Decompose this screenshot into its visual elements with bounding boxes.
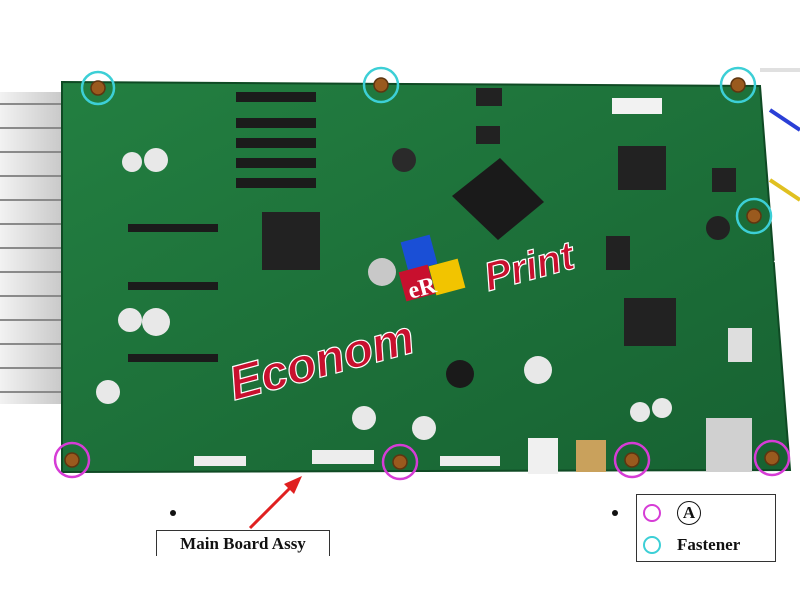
fastener-marker <box>719 66 757 104</box>
io-ports <box>194 418 752 474</box>
fastener-marker <box>362 66 400 104</box>
connector-headers <box>128 92 316 362</box>
main-board-assy-caption: Main Board Assy <box>156 530 330 556</box>
ic-chips <box>262 88 752 362</box>
legend-row-fastener: Fastener <box>643 531 740 559</box>
pointer-arrow <box>248 476 302 530</box>
screw-a-marker <box>753 439 791 477</box>
caption-label: Main Board Assy <box>180 534 306 553</box>
screw-a-marker <box>613 441 651 479</box>
fastener-markers <box>80 66 773 235</box>
legend: A Fastener <box>636 494 776 562</box>
serial-sticker <box>612 98 662 114</box>
screw-a-markers <box>53 439 791 481</box>
bullet <box>170 510 176 516</box>
fastener-marker <box>80 70 116 106</box>
legend-row-a: A <box>643 499 701 527</box>
screws <box>64 77 780 470</box>
cyan-ring-icon <box>643 536 661 554</box>
magenta-ring-icon <box>643 504 661 522</box>
capacitors <box>96 148 730 440</box>
cable-bundle <box>760 68 800 282</box>
screw-a-marker <box>53 441 91 479</box>
screw-a-marker <box>381 443 419 481</box>
bullet <box>612 510 618 516</box>
legend-fastener-label: Fastener <box>677 535 741 554</box>
pcb-board <box>61 80 792 474</box>
fastener-marker <box>735 197 773 235</box>
legend-a-label: A <box>677 501 701 525</box>
